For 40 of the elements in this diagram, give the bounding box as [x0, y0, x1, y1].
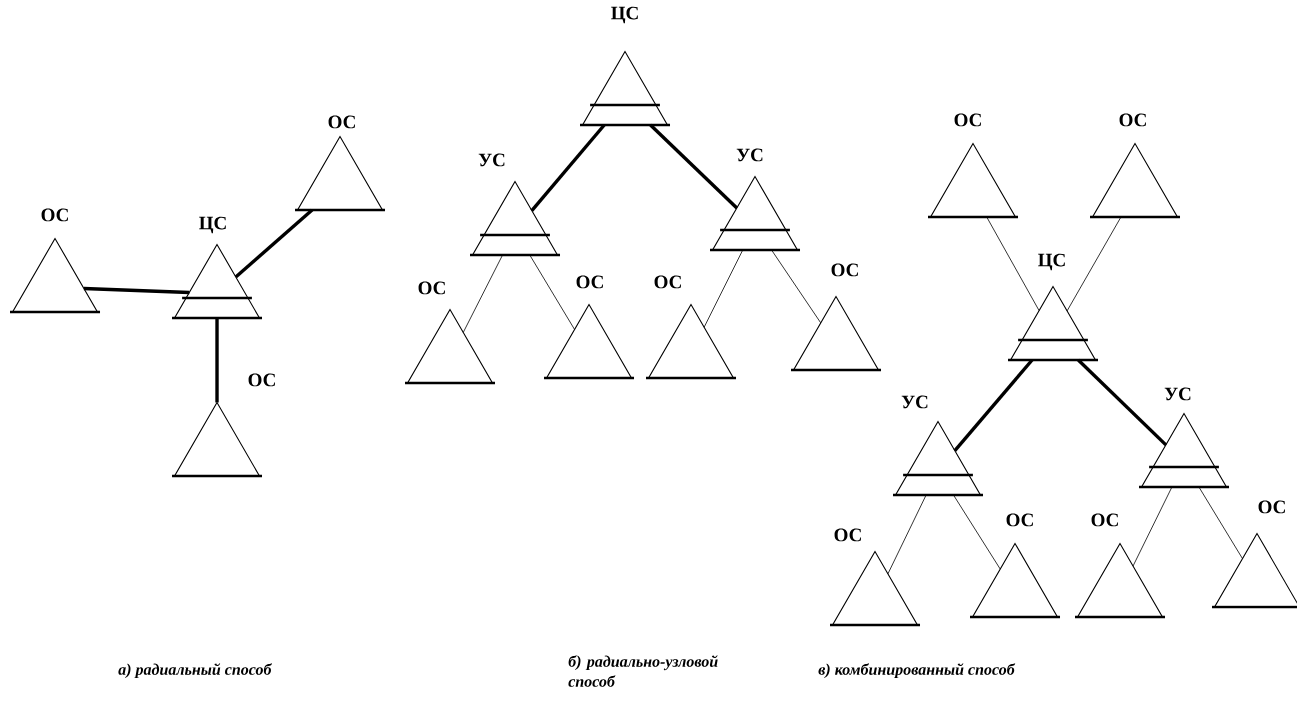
connector-line: [234, 208, 314, 279]
station-label: ОС: [1258, 500, 1285, 514]
station-label: ОС: [576, 275, 603, 289]
station-label: ОС: [831, 263, 858, 277]
connector-line: [771, 249, 822, 324]
connector-line: [953, 494, 1001, 570]
station-label: ОС: [954, 113, 981, 127]
caption-text: а) радиальный способ: [118, 663, 272, 679]
connector-line: [83, 286, 190, 295]
station-label: ОС: [1119, 113, 1146, 127]
connector-line: [953, 358, 1034, 452]
connector-line: [887, 494, 927, 575]
connector-line: [1132, 486, 1173, 567]
connector-line: [986, 216, 1040, 311]
connector-line: [530, 123, 606, 212]
station-label: УС: [736, 148, 763, 162]
station-label: ОС: [41, 208, 68, 222]
connector-line: [1077, 358, 1168, 447]
station-label: ОС: [1091, 513, 1118, 527]
station-label: ОС: [248, 373, 275, 387]
connector-line: [1198, 486, 1243, 559]
connector-line: [215, 318, 219, 403]
station-label: ОС: [654, 275, 681, 289]
station-label: УС: [1164, 387, 1191, 401]
station-label: ЦС: [611, 6, 638, 24]
station-label: ОС: [328, 115, 355, 129]
station-label: ОС: [1006, 513, 1033, 527]
connector-line: [462, 254, 503, 333]
caption-text: б) радиально-узловой способ: [568, 655, 718, 687]
station-label: ЦС: [199, 216, 226, 234]
station-label: УС: [901, 395, 928, 409]
connector-line: [649, 123, 738, 210]
station-label: ЦС: [1038, 253, 1065, 271]
connector-line: [703, 249, 744, 328]
connector-line: [529, 254, 575, 330]
station-label: УС: [478, 153, 505, 167]
connector-line: [1066, 216, 1122, 312]
station-label: ОС: [834, 528, 861, 542]
caption-text: в) комбинированный способ: [818, 663, 1016, 679]
station-label: ОС: [418, 281, 445, 295]
